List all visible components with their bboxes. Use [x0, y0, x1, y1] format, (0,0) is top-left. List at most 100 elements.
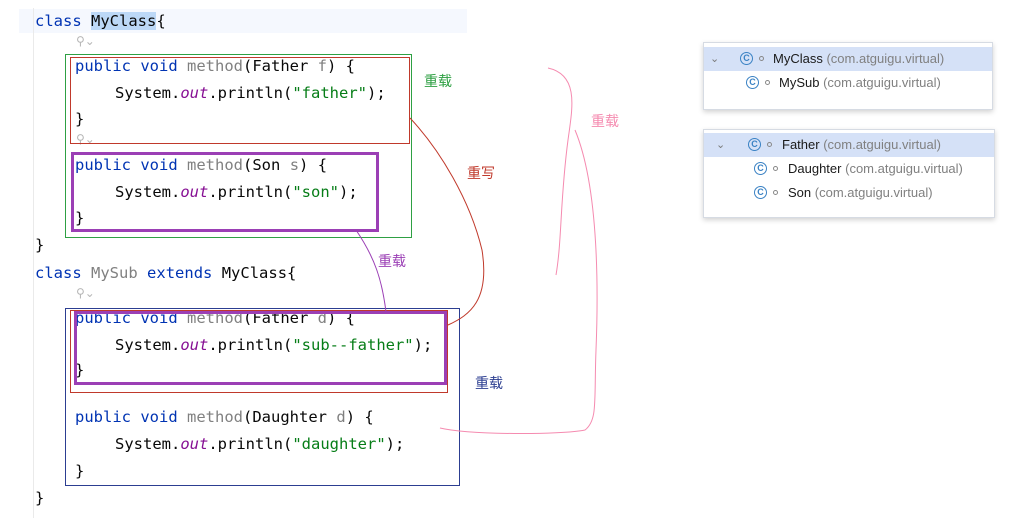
brace: ) {: [327, 57, 356, 75]
call: .println(: [208, 435, 293, 453]
code-line-println-sub-father[interactable]: System.out.println("sub--father");: [115, 335, 432, 355]
visibility-icon: [767, 142, 772, 147]
keyword: void: [140, 156, 178, 174]
node-name: MySub: [779, 75, 820, 90]
system-ref: System.: [115, 336, 181, 354]
brace: {: [156, 12, 166, 30]
parent-class[interactable]: MyClass: [221, 264, 288, 282]
code-line-println-father[interactable]: System.out.println("father");: [115, 83, 386, 103]
keyword: public: [75, 57, 131, 75]
node-name: Son: [788, 185, 812, 200]
keyword: void: [140, 57, 178, 75]
call: .println(: [208, 84, 293, 102]
field-out: out: [180, 336, 209, 354]
label-overload-blue: 重载: [475, 376, 503, 392]
keyword: class: [35, 12, 82, 30]
class-name[interactable]: MyClass: [91, 12, 157, 30]
method-box-red: [70, 57, 410, 144]
system-ref: System.: [115, 84, 181, 102]
node-package: (com.atguigu.virtual): [814, 185, 933, 200]
keyword: extends: [147, 264, 213, 282]
code-line-close: }: [75, 209, 85, 227]
method-box-purple-sub: [74, 311, 447, 385]
param-name: d: [317, 309, 328, 327]
code-line-close: }: [75, 462, 85, 480]
code-line-class-mysub[interactable]: class MySub extends MyClass{: [35, 263, 296, 283]
code-line-println-son[interactable]: System.out.println("son");: [115, 182, 358, 202]
visibility-icon: [759, 56, 764, 61]
hint-icon[interactable]: ⚲⌄: [76, 286, 95, 300]
keyword: public: [75, 408, 131, 426]
method-name: method: [187, 408, 244, 426]
node-package: (com.atguigu.virtual): [826, 51, 945, 66]
visibility-icon: [773, 166, 778, 171]
node-package: (com.atguigu.virtual): [845, 161, 963, 176]
code-line-close-class: }: [35, 489, 45, 507]
code-line-method-son[interactable]: public void method(Son s) {: [75, 155, 327, 175]
keyword: void: [140, 408, 178, 426]
tree-node-mysub[interactable]: C MySub (com.atguigu.virtual): [704, 71, 992, 95]
string-literal: "daughter": [292, 435, 386, 453]
system-ref: System.: [115, 435, 181, 453]
node-name: Daughter: [788, 161, 842, 176]
call-end: );: [385, 435, 405, 453]
field-out: out: [180, 183, 209, 201]
call: .println(: [208, 183, 293, 201]
type-hierarchy-popup-myclass[interactable]: ⌄ C MyClass (com.atguigu.virtual) C MySu…: [703, 42, 993, 110]
label-overload-purple: 重载: [378, 254, 406, 270]
code-line-method-father[interactable]: public void method(Father f) {: [75, 56, 355, 76]
method-name: method: [187, 156, 244, 174]
chevron-down-icon[interactable]: ⌄: [710, 53, 720, 65]
call-end: );: [413, 336, 433, 354]
brace: ) {: [345, 408, 374, 426]
class-icon: C: [754, 162, 767, 175]
type-hierarchy-popup-father[interactable]: ⌄ C Father (com.atguigu.virtual) C Daugh…: [703, 129, 995, 218]
method-name: method: [187, 57, 244, 75]
method-box-purple: [71, 152, 379, 232]
code-line-println-daughter[interactable]: System.out.println("daughter");: [115, 434, 404, 454]
string-literal: "sub--father": [292, 336, 414, 354]
keyword: public: [75, 156, 131, 174]
code-line-close: }: [75, 110, 85, 128]
param-type: (Daughter: [243, 408, 337, 426]
param-type: (Father: [243, 57, 318, 75]
class-icon: C: [754, 186, 767, 199]
tree-node-son[interactable]: C Son (com.atguigu.virtual): [704, 181, 994, 205]
call-end: );: [366, 84, 386, 102]
field-out: out: [180, 84, 209, 102]
hint-icon[interactable]: ⚲⌄: [76, 34, 95, 48]
brace: {: [287, 264, 297, 282]
indent-guide: [33, 8, 34, 518]
label-overload-pink: 重载: [591, 114, 619, 130]
tree-node-daughter[interactable]: C Daughter (com.atguigu.virtual): [704, 157, 994, 181]
keyword: class: [35, 264, 82, 282]
field-out: out: [180, 435, 209, 453]
param-name: d: [336, 408, 346, 426]
class-icon: C: [748, 138, 761, 151]
label-overload-green: 重载: [424, 74, 452, 90]
call-end: );: [339, 183, 358, 201]
brace: ) {: [327, 309, 356, 327]
tree-node-myclass[interactable]: ⌄ C MyClass (com.atguigu.virtual): [704, 47, 992, 71]
class-name[interactable]: MySub: [91, 264, 138, 282]
string-literal: "son": [292, 183, 339, 201]
tree-node-father[interactable]: ⌄ C Father (com.atguigu.virtual): [704, 133, 994, 157]
param-name: s: [289, 156, 300, 174]
class-icon: C: [740, 52, 753, 65]
code-line-class-myclass[interactable]: class MyClass{: [35, 11, 166, 31]
chevron-down-icon[interactable]: ⌄: [716, 139, 726, 151]
visibility-icon: [773, 190, 778, 195]
node-name: Father: [782, 137, 820, 152]
param-name: f: [317, 57, 328, 75]
code-line-close: }: [75, 361, 85, 379]
hint-icon[interactable]: ⚲⌄: [76, 132, 95, 146]
string-literal: "father": [292, 84, 367, 102]
label-override-red: 重写: [467, 166, 495, 182]
visibility-icon: [765, 80, 770, 85]
brace: ) {: [299, 156, 328, 174]
code-line-method-daughter[interactable]: public void method(Daughter d) {: [75, 407, 374, 427]
node-package: (com.atguigu.virtual): [823, 75, 941, 90]
node-package: (com.atguigu.virtual): [823, 137, 941, 152]
code-line-close-class: }: [35, 236, 45, 254]
node-name: MyClass: [773, 51, 823, 66]
